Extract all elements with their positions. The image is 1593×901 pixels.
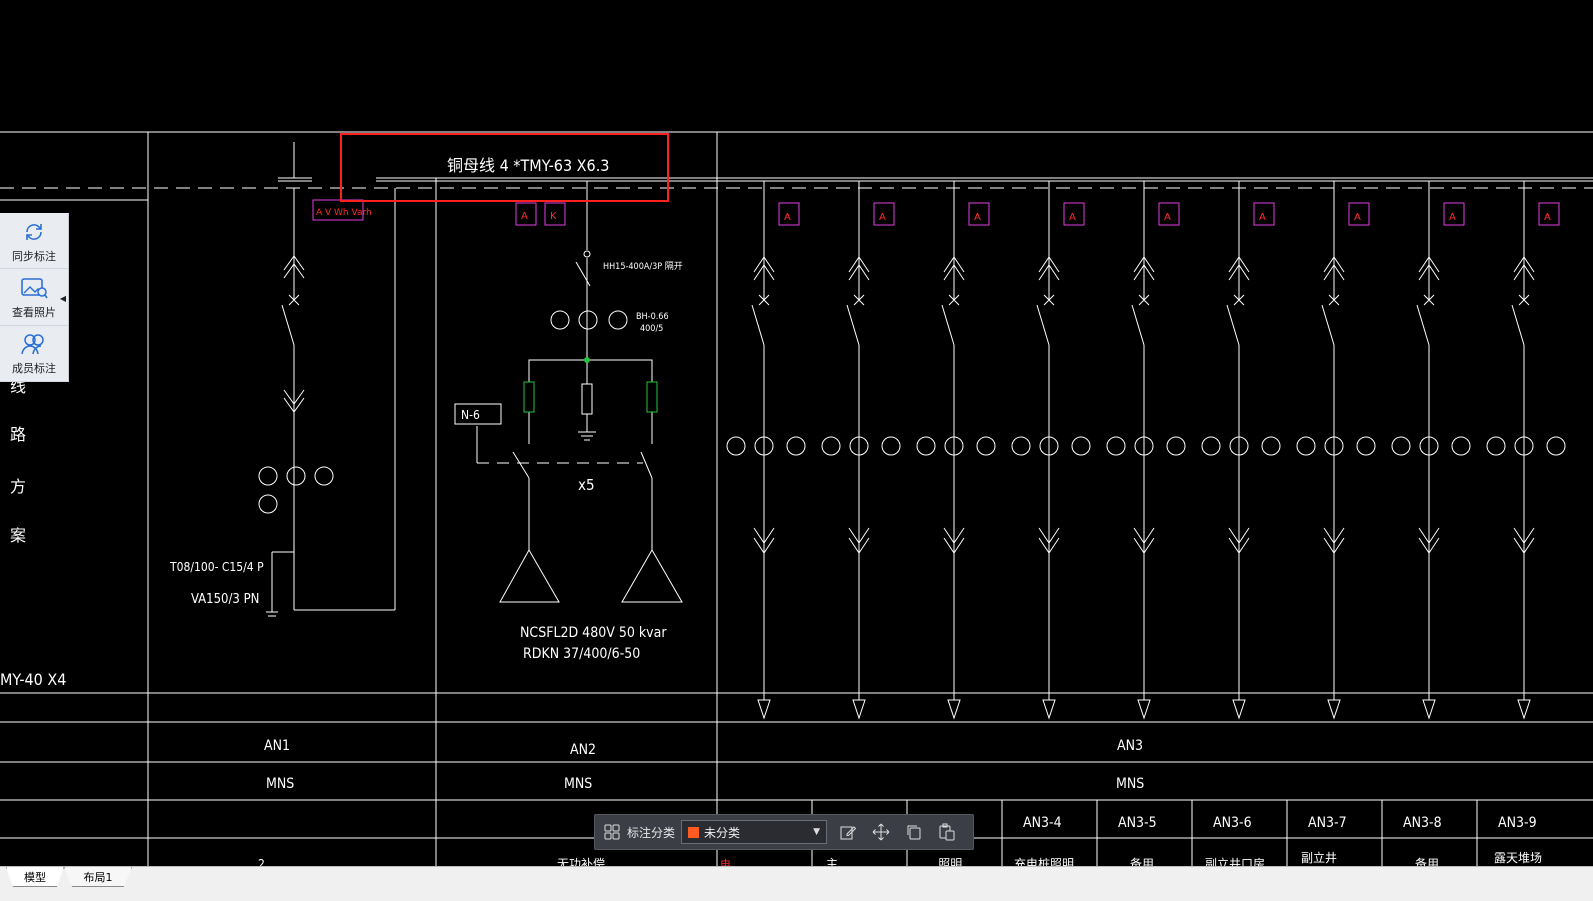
feeder-ammeter: A (1063, 202, 1085, 226)
cad-drawing-canvas[interactable]: A V Wh Varh A K A A A A A A A A A 铜母线 4 *TMY-63 … (0, 0, 1593, 880)
ammeter-label: A (784, 212, 791, 223)
busbar-label: 铜母线 4 *TMY-63 X6.3 (447, 156, 609, 175)
collapse-arrow-icon[interactable]: ◀ (59, 294, 67, 303)
feeder-ammeter: A (1538, 202, 1560, 226)
feeder-ammeter: A (1348, 202, 1370, 226)
photo-icon (21, 278, 48, 299)
feeder-ammeter: A (1443, 202, 1465, 226)
feeder-circuit (821, 181, 901, 720)
sub-id-an3-6: AN3-6 (1213, 815, 1252, 831)
meter-k-an2: K (550, 211, 557, 222)
feeder-circuit (916, 181, 996, 720)
meter-box-label: A V Wh Varh (316, 208, 372, 218)
category-label: 标注分类 (627, 825, 676, 840)
feeder-ammeter: A (1158, 202, 1180, 226)
multiplier-label: x5 (578, 476, 595, 494)
category-value: 未分类 (704, 825, 741, 840)
ct-label-2: 400/5 (640, 324, 663, 334)
breaker-label-1: T08/100- C15/4 P (169, 560, 264, 574)
cabinet-id-an1: AN1 (264, 738, 290, 754)
ammeter-label: A (1069, 212, 1076, 223)
sync-annotation-button[interactable]: 同步标注 (0, 213, 68, 270)
category-color-swatch (688, 826, 700, 838)
ammeter-label: A (1259, 212, 1266, 223)
side-tool-panel: 同步标注 查看照片 成员标注 ◀ (0, 213, 69, 382)
view-photo-label: 查看照片 (12, 305, 56, 319)
ammeter-label: A (1164, 212, 1171, 223)
copy-icon[interactable] (903, 821, 925, 843)
annotation-selection-rect[interactable] (340, 133, 669, 202)
feeder-circuit (1106, 181, 1186, 720)
capacitor-label-2: RDKN 37/400/6-50 (523, 646, 640, 662)
layout-tab-bar: 模型 布局1 (0, 866, 1593, 901)
grid-icon[interactable] (601, 821, 623, 843)
edit-icon[interactable] (837, 821, 859, 843)
feeder-circuit (726, 181, 806, 720)
ammeter-label: A (974, 212, 981, 223)
cabinet-type-an2: MNS (564, 776, 592, 792)
feeder-circuit (1296, 181, 1376, 720)
annotation-toolbar: 标注分类 未分类 ▼ (594, 814, 974, 850)
capacitor-label-1: NCSFL2D 480V 50 kvar (520, 625, 667, 641)
feeder-circuit (1011, 181, 1091, 720)
member-annotation-label: 成员标注 (12, 362, 56, 376)
category-select[interactable]: 未分类 ▼ (681, 820, 828, 844)
tab-layout1[interactable]: 布局1 (64, 867, 132, 887)
cabinet-type-an3: MNS (1116, 776, 1144, 792)
feeder-circuit (1486, 181, 1566, 720)
move-icon[interactable] (870, 821, 892, 843)
cabinet-id-an2: AN2 (570, 742, 596, 758)
left-vertical-4: 案 (10, 526, 26, 545)
feeder-circuit (1201, 181, 1281, 720)
ammeter-label: A (1544, 212, 1551, 223)
left-vertical-2: 路 (10, 425, 26, 444)
sync-icon (26, 223, 42, 240)
usage-c7: 副立井 (1301, 850, 1337, 865)
sub-id-an3-7: AN3-7 (1308, 815, 1347, 831)
sub-id-an3-4: AN3-4 (1023, 815, 1062, 831)
tab-model[interactable]: 模型 (6, 867, 64, 887)
usage-c9: 露天堆场 (1494, 851, 1542, 865)
feeder-ammeter: A (873, 202, 895, 226)
members-icon (21, 334, 44, 355)
ct-label-1: BH-0.66 (636, 312, 669, 322)
sub-id-an3-8: AN3-8 (1403, 815, 1442, 831)
ammeter-label: A (879, 212, 886, 223)
feeder-circuit (1391, 181, 1471, 720)
cabinet-id-an3: AN3 (1117, 738, 1143, 754)
ammeter-label: A (1354, 212, 1361, 223)
view-photo-button[interactable]: 查看照片 (0, 269, 68, 326)
feeder-ammeter: A (778, 202, 800, 226)
paste-icon[interactable] (936, 821, 958, 843)
switch-label: HH15-400A/3P 隔开 (603, 261, 683, 272)
sub-id-an3-5: AN3-5 (1118, 815, 1157, 831)
left-busbar-text: MY-40 X4 (0, 670, 66, 689)
n-label: N-6 (461, 408, 480, 422)
sub-id-an3-9: AN3-9 (1498, 815, 1537, 831)
cabinet-type-an1: MNS (266, 776, 294, 792)
feeder-ammeter: A (1253, 202, 1275, 226)
ammeter-label: A (1449, 212, 1456, 223)
feeder-ammeter: A (968, 202, 990, 226)
member-annotation-button[interactable]: 成员标注 (0, 326, 68, 382)
sync-annotation-label: 同步标注 (12, 249, 56, 263)
breaker-label-2: VA150/3 PN (191, 592, 259, 607)
left-vertical-3: 方 (10, 477, 26, 496)
meter-a-an2: A (521, 211, 528, 222)
chevron-down-icon: ▼ (813, 827, 821, 837)
